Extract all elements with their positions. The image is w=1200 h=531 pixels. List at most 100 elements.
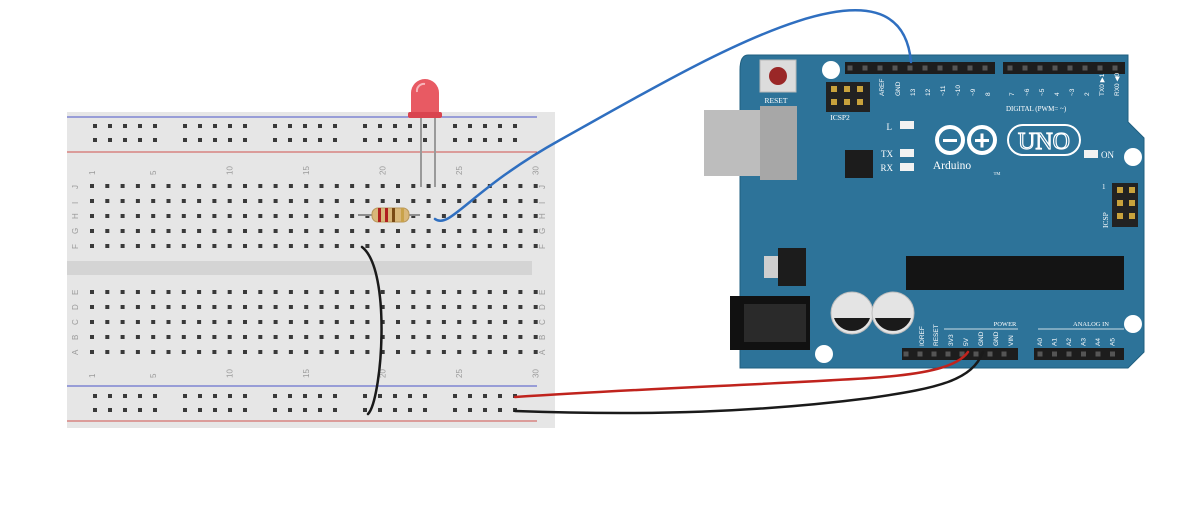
breadboard-hole — [441, 229, 446, 233]
rail-hole — [498, 124, 502, 128]
header-hole — [1037, 351, 1043, 357]
breadboard-hole — [288, 350, 293, 354]
rail-hole — [138, 138, 142, 142]
breadboard-hole — [212, 214, 217, 218]
digital-pin-label: ~9 — [970, 88, 977, 96]
breadboard-hole — [487, 244, 492, 248]
led-highlight — [415, 82, 426, 93]
breadboard-hole — [135, 214, 140, 218]
breadboard-hole — [487, 350, 492, 354]
header-hole — [1052, 351, 1057, 357]
rail-hole — [483, 138, 487, 142]
breadboard-hole — [426, 335, 431, 339]
breadboard-hole — [288, 214, 293, 218]
breadboard-hole — [380, 290, 385, 294]
breadboard-hole — [380, 350, 385, 354]
breadboard-hole — [350, 199, 355, 203]
power-label: POWER — [994, 321, 1017, 328]
breadboard-hole — [503, 244, 508, 248]
header-hole — [862, 65, 868, 71]
breadboard-hole — [105, 290, 110, 294]
rail-hole — [213, 408, 217, 412]
breadboard-hole — [518, 320, 523, 324]
rail-hole — [243, 138, 247, 142]
breadboard-hole — [197, 184, 202, 188]
breadboard-hole — [503, 335, 508, 339]
row-letter: H — [538, 213, 547, 219]
header-hole — [1082, 65, 1088, 71]
breadboard-hole — [90, 184, 94, 188]
rail-hole — [153, 124, 157, 128]
rail-hole — [213, 394, 217, 398]
breadboard-hole — [288, 199, 293, 203]
breadboard-hole — [396, 184, 400, 188]
breadboard-hole — [181, 184, 186, 188]
rail-hole — [363, 408, 367, 412]
icsp-pin — [1117, 200, 1123, 206]
breadboard-hole — [334, 290, 339, 294]
breadboard-hole — [503, 350, 508, 354]
digital-pin-label: ~6 — [1024, 88, 1031, 96]
breadboard-hole — [90, 350, 94, 354]
breadboard-hole — [503, 320, 508, 324]
breadboard-hole — [365, 350, 370, 354]
header-hole — [847, 65, 853, 71]
analog-pin-label: A4 — [1095, 338, 1102, 346]
analog-pin-label: A3 — [1081, 338, 1088, 346]
breadboard-hole — [151, 305, 156, 309]
breadboard-hole — [472, 229, 477, 233]
breadboard-hole — [365, 290, 370, 294]
breadboard-hole — [350, 244, 355, 248]
breadboard-hole — [503, 214, 508, 218]
uno-badge — [1007, 124, 1081, 156]
breadboard-hole — [533, 320, 538, 324]
breadboard-hole — [227, 320, 232, 324]
rail-hole — [123, 138, 127, 142]
breadboard-hole — [273, 244, 278, 248]
digital-pin-label: 4 — [1054, 92, 1061, 96]
digital-pin-label: TX0 ▶1 — [1099, 73, 1106, 96]
rail-hole — [513, 124, 517, 128]
breadboard-hole — [518, 199, 523, 203]
rail-hole — [333, 138, 337, 142]
rail-hole — [93, 394, 97, 398]
breadboard-hole — [319, 290, 324, 294]
breadboard-hole — [334, 184, 339, 188]
breadboard-hole — [396, 320, 400, 324]
breadboard-hole — [396, 199, 400, 203]
reset-button-cap[interactable] — [769, 67, 787, 85]
breadboard-hole — [441, 335, 446, 339]
usb-mouth — [760, 106, 797, 180]
breadboard-hole — [120, 320, 125, 324]
breadboard-hole — [533, 214, 538, 218]
on-led — [1084, 150, 1098, 158]
breadboard-hole — [334, 305, 339, 309]
rail-hole — [228, 138, 232, 142]
led-rim — [408, 112, 442, 118]
digital-label: DIGITAL (PWM= ~) — [1006, 105, 1067, 113]
breadboard-hole — [503, 184, 508, 188]
rail-hole — [303, 138, 307, 142]
breadboard-hole — [426, 305, 431, 309]
breadboard-hole — [533, 290, 538, 294]
resistor-body — [371, 207, 410, 223]
breadboard-hole — [120, 244, 125, 248]
row-letter: B — [71, 335, 80, 340]
breadboard-hole — [273, 229, 278, 233]
rx-led-label: RX — [880, 163, 893, 173]
header-hole — [1067, 65, 1073, 71]
rail-hole — [453, 394, 457, 398]
column-number: 10 — [226, 166, 235, 175]
breadboard-hole — [457, 335, 462, 339]
breadboard-hole — [518, 229, 523, 233]
breadboard-hole — [396, 335, 400, 339]
resistor-band-2 — [385, 208, 388, 222]
rail-hole — [183, 408, 187, 412]
breadboard-hole — [166, 199, 171, 203]
resistor — [358, 207, 420, 223]
breadboard-hole — [105, 184, 110, 188]
column-number: 30 — [532, 166, 541, 175]
breadboard-hole — [258, 229, 263, 233]
